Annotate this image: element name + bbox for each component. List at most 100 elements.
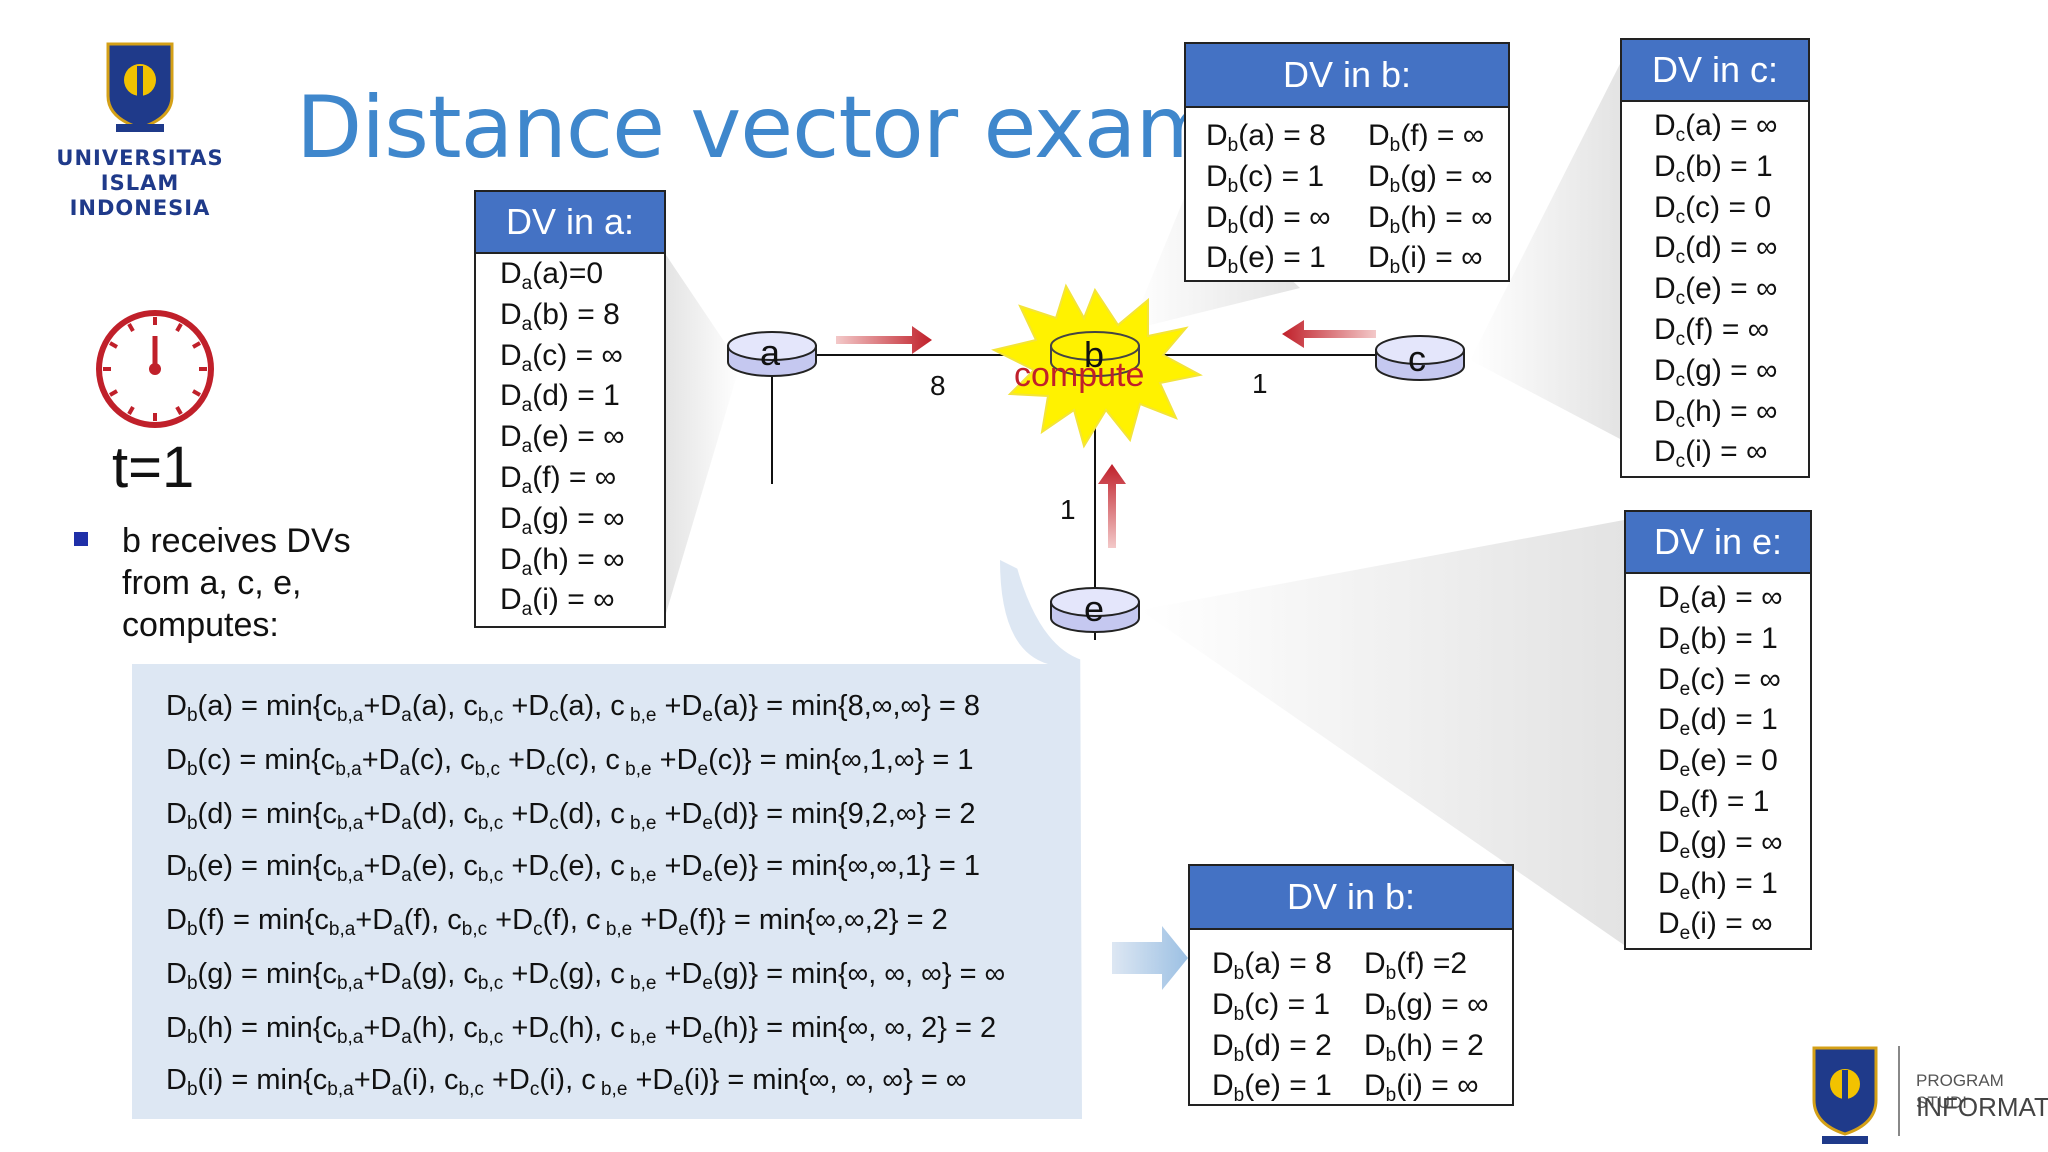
dv-entry: Db(a) = 8 [1212,947,1332,984]
dv-entry: Db(c) = 1 [1212,987,1331,1025]
funnel-c [1470,60,1622,440]
equation-line: Db(a) = min{cb,a+Da(a), cb,c +Dc(a), c b… [166,690,981,726]
university-logo-icon [106,42,174,132]
dv-entry: De(e) = 0 [1658,744,1778,782]
dv-entry: Db(f) = ∞ [1368,119,1485,156]
dv-entry: Da(a)=0 [500,257,604,294]
dv-table-b-old-right: Db(f) = ∞Db(g) = ∞Db(h) = ∞Db(i) = ∞ [1368,116,1493,279]
dv-entry: Da(g) = ∞ [500,501,625,539]
compute-label: compute [1014,356,1145,394]
funnel-e [1140,520,1624,945]
time-label: t=1 [112,435,195,500]
program-divider [1898,1046,1900,1136]
edge-ab-label: 8 [930,370,946,401]
equation-panel-bg [132,560,1082,1119]
program-name: INFORMATIKA [1916,1092,2048,1122]
equation-line: Db(d) = min{cb,a+Da(d), cb,c +Dc(d), c b… [166,798,976,834]
dv-entry: Db(g) = ∞ [1368,159,1493,197]
dv-entry: Db(d) = 2 [1212,1028,1332,1066]
router-c-icon [1375,335,1465,381]
dv-table-b-old-header: DV in b: [1186,44,1508,108]
node-b-label: b [1084,334,1105,375]
router-b-icon [1050,331,1140,377]
edge-bc-label: 1 [1252,368,1268,399]
dv-entry: De(h) = 1 [1658,866,1778,904]
dv-entry: Dc(g) = ∞ [1654,353,1778,391]
bullet-text: b receives DVs from a, c, e, computes: [122,520,351,646]
dv-entry: Da(h) = ∞ [500,542,625,580]
bullet-text-line: b receives DVs [122,522,351,560]
dv-entry: De(i) = ∞ [1658,907,1773,945]
node-a-label: a [760,332,781,373]
equation-line: Db(c) = min{cb,a+Da(c), cb,c +Dc(c), c b… [166,744,974,780]
university-name: UNIVERSITAS ISLAM INDONESIA [40,146,240,221]
equation-line: Db(h) = min{cb,a+Da(h), cb,c +Dc(h), c b… [166,1012,997,1048]
dv-table-e-header: DV in e: [1626,512,1810,574]
dv-entry: Db(h) = ∞ [1368,200,1493,238]
dv-table-a-header: DV in a: [476,192,664,254]
funnel-a [664,252,740,620]
equation-line: Db(g) = min{cb,a+Da(g), cb,c +Dc(g), c b… [166,958,1006,994]
dv-entry: De(c) = ∞ [1658,662,1781,700]
dv-entry: Db(e) = 1 [1206,241,1326,279]
dv-entry: De(g) = ∞ [1658,825,1783,863]
dv-entry: Db(i) = ∞ [1368,241,1483,279]
dv-entry: Db(c) = 1 [1206,159,1325,197]
equation-line: Db(f) = min{cb,a+Da(f), cb,c +Dc(f), c b… [166,904,948,940]
bullet-icon [74,532,88,546]
router-a-icon [727,331,817,377]
bullet-text-line: computes: [122,606,279,644]
node-e-label: e [1084,588,1105,629]
dv-entry: Db(g) = ∞ [1364,987,1489,1025]
dv-entry: Dc(a) = ∞ [1654,109,1778,146]
program-logo-icon [1812,1046,1878,1144]
dv-entry: Db(a) = 8 [1206,119,1326,156]
dv-entry: Dc(d) = ∞ [1654,231,1778,269]
arrow-c-to-b-icon [1282,320,1376,348]
dv-entry: Dc(b) = 1 [1654,149,1773,187]
university-name-line2: ISLAM [100,171,180,195]
router-e-icon [1050,587,1140,633]
dv-table-b-new-header: DV in b: [1190,866,1512,930]
clock-icon [96,310,214,428]
equation-line: Db(i) = min{cb,a+Da(i), cb,c +Dc(i), c b… [166,1064,967,1100]
dv-entry: Da(d) = 1 [500,379,620,417]
dv-entry: Db(e) = 1 [1212,1069,1332,1107]
edge-be-label: 1 [1060,494,1076,525]
node-c-label: c [1408,338,1426,379]
dv-entry: Da(e) = ∞ [500,420,625,458]
dv-entry: Da(b) = 8 [500,297,620,335]
dv-entry: Db(i) = ∞ [1364,1069,1479,1107]
dv-entry: Db(h) = 2 [1364,1028,1484,1066]
university-name-line1: UNIVERSITAS [56,146,224,170]
dv-entry: Da(i) = ∞ [500,583,615,621]
result-arrow-icon [1112,926,1188,990]
arrow-e-to-b-icon [1098,464,1126,548]
dv-entry: De(f) = 1 [1658,784,1770,822]
dv-entry: De(b) = 1 [1658,621,1778,659]
dv-entry: Dc(h) = ∞ [1654,394,1778,432]
university-name-line3: INDONESIA [69,196,211,220]
arrow-a-to-b-icon [836,326,932,354]
program-label: PROGRAM STUDI [1916,1071,2004,1112]
dv-entry: Dc(f) = ∞ [1654,312,1770,350]
dv-entry: Dc(e) = ∞ [1654,272,1778,310]
bullet-text-line: from a, c, e, [122,564,302,602]
dv-entry: De(a) = ∞ [1658,581,1783,618]
dv-entry: Da(f) = ∞ [500,460,617,498]
equation-line: Db(e) = min{cb,a+Da(e), cb,c +Dc(e), c b… [166,850,981,886]
dv-entry: De(d) = 1 [1658,703,1778,741]
dv-entry: Dc(c) = 0 [1654,190,1772,228]
dv-entry: Da(c) = ∞ [500,338,623,376]
